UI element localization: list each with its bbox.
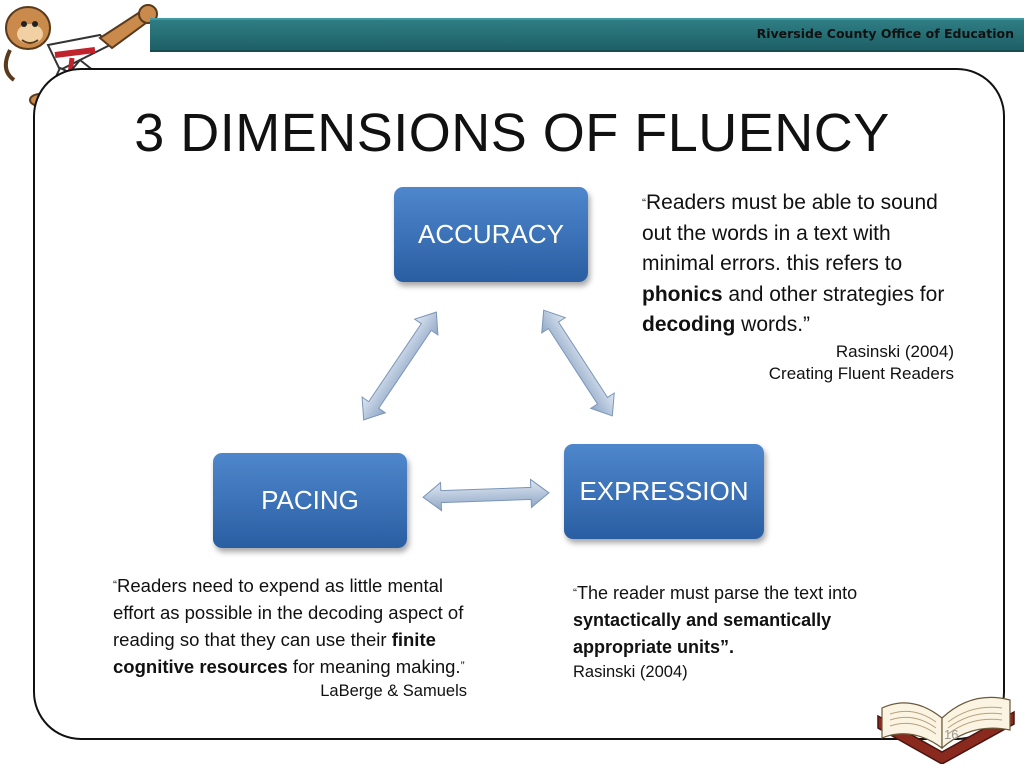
arrow-accuracy-expression: [541, 309, 615, 417]
page-number: 16: [944, 727, 959, 742]
node-expression: EXPRESSION: [564, 444, 764, 539]
quote-pacing-citation: LaBerge & Samuels: [320, 682, 467, 700]
org-name: Riverside County Office of Education: [756, 26, 1014, 41]
quote-expression: “The reader must parse the text into syn…: [573, 580, 933, 683]
header-bar: Riverside County Office of Education: [150, 18, 1024, 52]
quote-pacing: “Readers need to expend as little mental…: [113, 572, 473, 702]
quote-expression-citation: Rasinski (2004): [573, 663, 688, 681]
quote-expression-text: “The reader must parse the text into syn…: [573, 583, 858, 657]
arrow-pacing-expression: [422, 478, 550, 512]
quote-accuracy-citation: Rasinski (2004): [835, 341, 954, 361]
node-accuracy: ACCURACY: [394, 187, 588, 282]
quote-pacing-text: “Readers need to expend as little mental…: [113, 575, 465, 677]
open-book-icon: [877, 696, 1015, 764]
node-pacing: PACING: [213, 453, 407, 548]
arrow-accuracy-pacing: [361, 311, 439, 421]
slide-title: 3 DIMENSIONS OF FLUENCY: [134, 103, 890, 163]
quote-accuracy-source: Creating Fluent Readers: [768, 363, 954, 383]
content-frame: [33, 68, 1005, 740]
quote-accuracy: “Readers must be able to sound out the w…: [642, 188, 962, 385]
quote-accuracy-text: “Readers must be able to sound out the w…: [642, 191, 945, 336]
